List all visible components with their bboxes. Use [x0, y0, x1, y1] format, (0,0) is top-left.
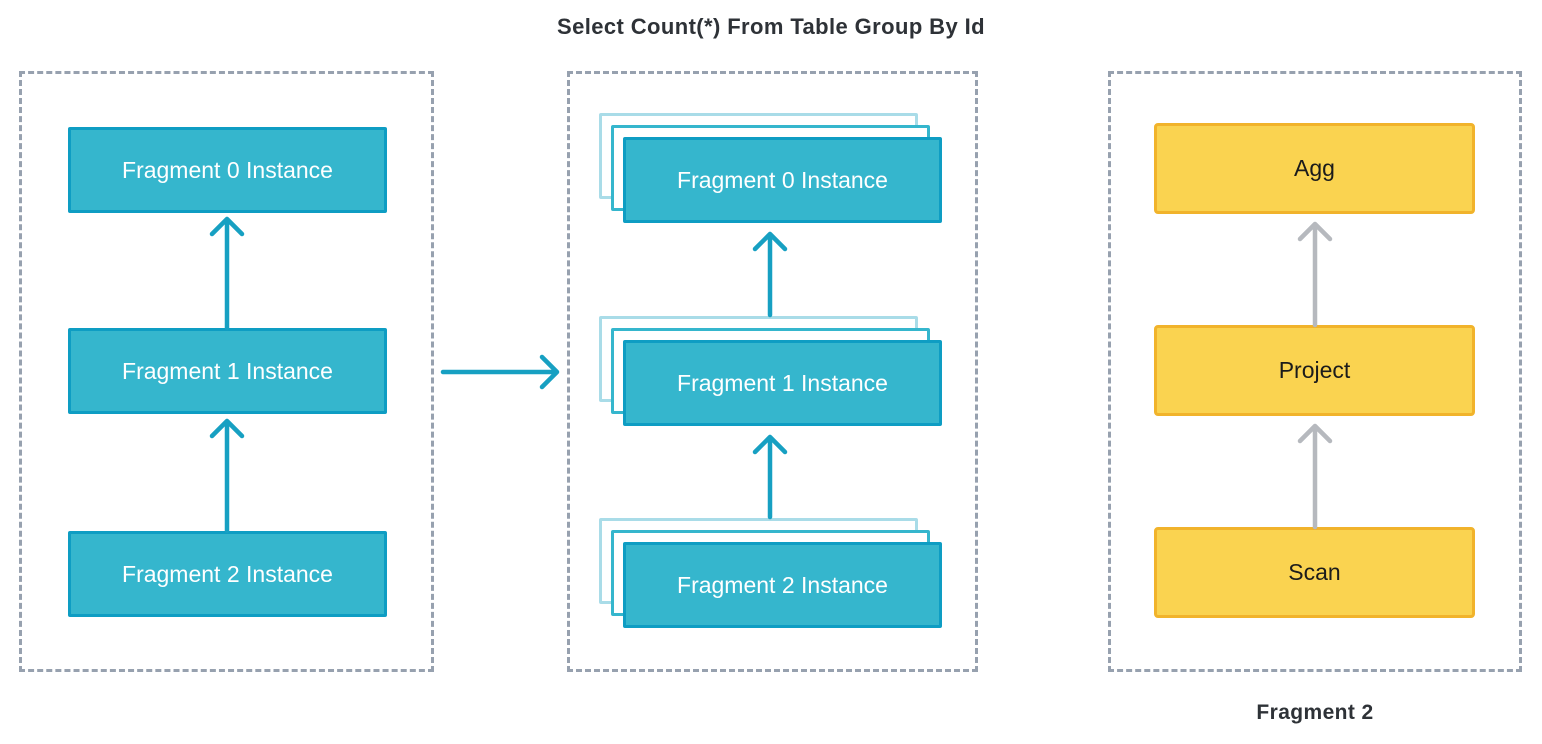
- panel-single-fragment-instances: Fragment 0 Instance Fragment 1 Instance …: [19, 71, 434, 672]
- right-arrow: [440, 354, 560, 390]
- panel-fragment-2-operators: Agg Project Scan: [1108, 71, 1522, 672]
- fragment-1-instance-label: Fragment 1 Instance: [122, 357, 333, 384]
- diagram-title: Select Count(*) From Table Group By Id: [557, 14, 985, 39]
- fragment-0-instance-box: Fragment 0 Instance: [68, 127, 387, 213]
- fragment-2-instance-label: Fragment 2 Instance: [677, 571, 888, 598]
- fragment-2-instance-label: Fragment 2 Instance: [122, 560, 333, 587]
- project-operator-box: Project: [1154, 325, 1475, 416]
- project-operator-label: Project: [1278, 357, 1351, 383]
- scan-operator-label: Scan: [1288, 559, 1341, 585]
- panel-parallel-fragment-instances: Fragment 0 Instance Fragment 1 Instance …: [567, 71, 978, 672]
- fragment-1-instance-box: Fragment 1 Instance: [68, 328, 387, 414]
- agg-operator-label: Agg: [1294, 155, 1335, 181]
- fragment-2-caption: Fragment 2: [1256, 701, 1374, 724]
- fragment-2-instance-box: Fragment 2 Instance: [68, 531, 387, 617]
- fragment-2-instance-stack: Fragment 2 Instance: [599, 518, 942, 628]
- fragment-2-instance-box: Fragment 2 Instance: [623, 542, 942, 628]
- fragment-1-instance-box: Fragment 1 Instance: [623, 340, 942, 426]
- scan-operator-box: Scan: [1154, 527, 1475, 618]
- fragment-0-instance-label: Fragment 0 Instance: [122, 156, 333, 183]
- agg-operator-box: Agg: [1154, 123, 1475, 214]
- fragment-0-instance-stack: Fragment 0 Instance: [599, 113, 942, 223]
- fragment-1-instance-stack: Fragment 1 Instance: [599, 316, 942, 426]
- fragment-0-instance-label: Fragment 0 Instance: [677, 166, 888, 193]
- fragment-0-instance-box: Fragment 0 Instance: [623, 137, 942, 223]
- fragment-1-instance-label: Fragment 1 Instance: [677, 369, 888, 396]
